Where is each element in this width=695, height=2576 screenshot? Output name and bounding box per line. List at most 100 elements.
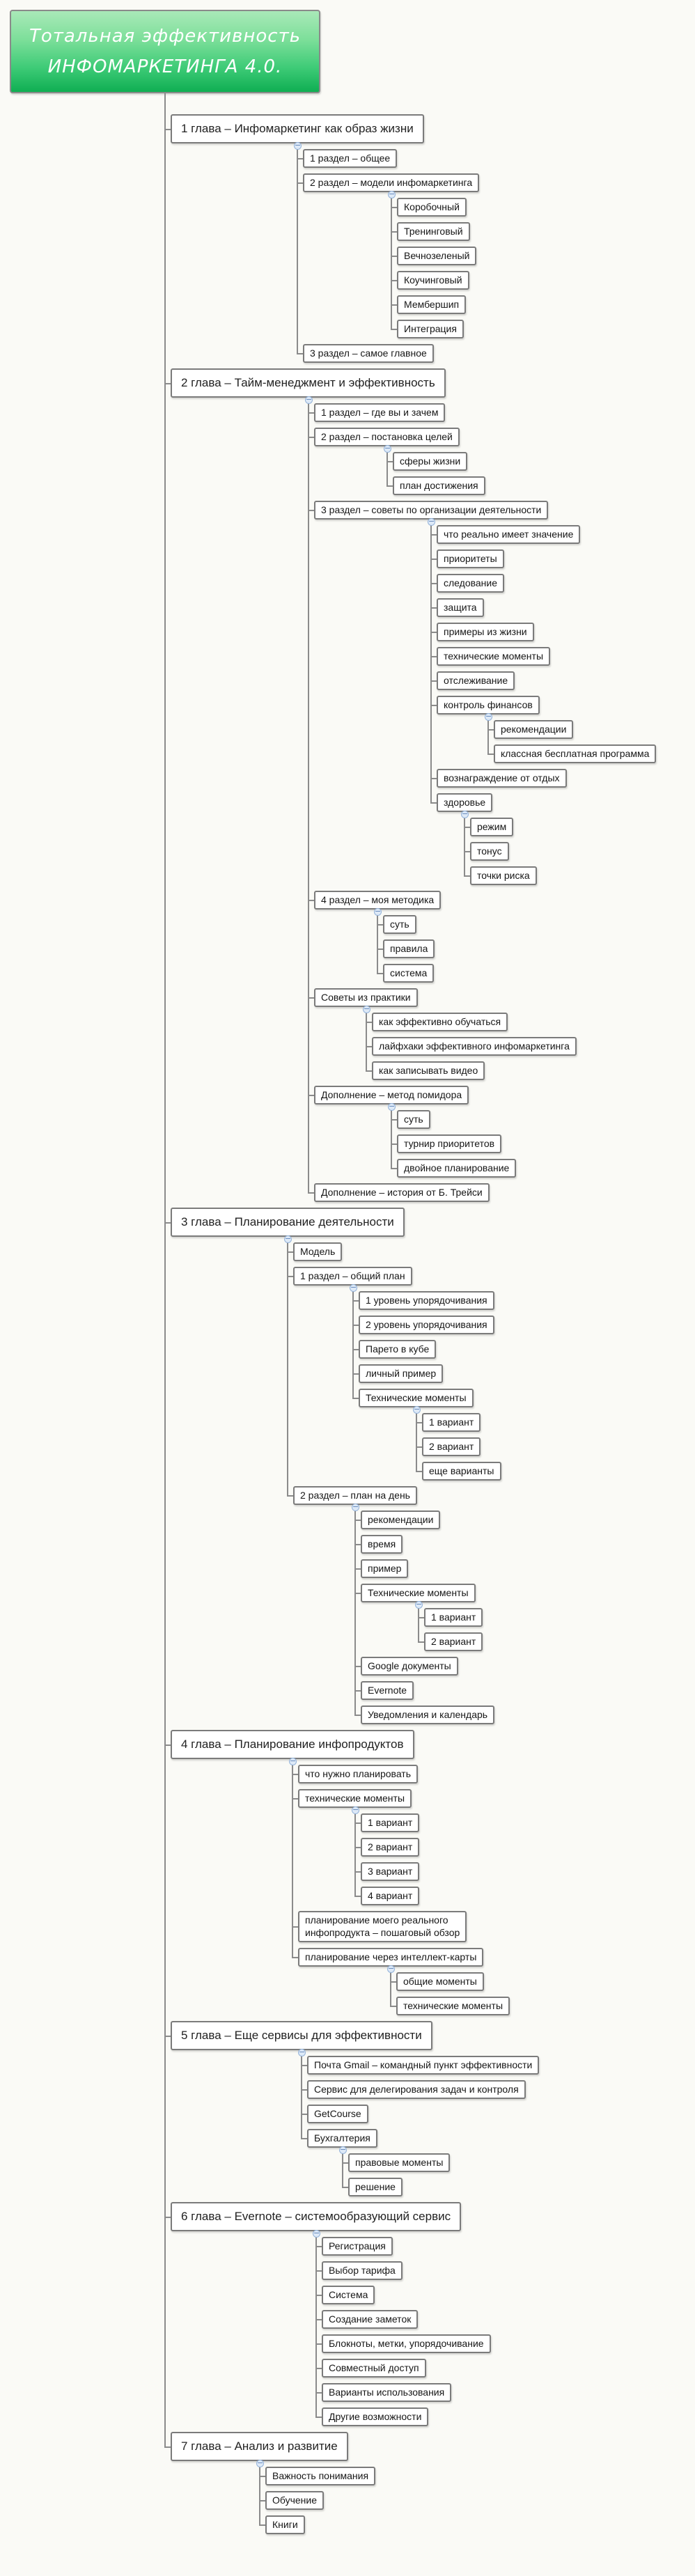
subtopic[interactable]: Evernote <box>361 1681 414 1700</box>
subtopic[interactable]: Дополнение – история от Б. Трейси <box>314 1183 490 1202</box>
subtopic[interactable]: Книги <box>265 2515 305 2534</box>
subtopic[interactable]: вознаграждение от отдых <box>437 769 567 788</box>
subtopic[interactable]: суть <box>383 915 416 934</box>
collapse-icon[interactable]: − <box>352 1805 359 1814</box>
subtopic[interactable]: GetCourse <box>307 2105 368 2123</box>
subtopic[interactable]: Тренинговый <box>397 222 470 241</box>
collapse-icon[interactable]: − <box>387 1964 395 1973</box>
chapter-topic-2[interactable]: 2 глава – Тайм-менеджмент и эффективност… <box>171 368 446 398</box>
subtopic[interactable]: 1 раздел – общий план <box>293 1267 412 1286</box>
subtopic[interactable]: тонус <box>470 842 509 861</box>
subtopic[interactable]: примеры из жизни <box>437 623 534 641</box>
collapse-icon[interactable]: − <box>284 1234 292 1243</box>
subtopic[interactable]: 1 раздел – где вы и зачем <box>314 403 446 422</box>
subtopic[interactable]: суть <box>397 1110 430 1129</box>
subtopic[interactable]: защита <box>437 598 484 617</box>
subtopic[interactable]: время <box>361 1535 403 1554</box>
chapter-topic-1[interactable]: 1 глава – Инфомаркетинг как образ жизни <box>171 114 424 143</box>
subtopic[interactable]: Модель <box>293 1242 343 1261</box>
subtopic[interactable]: 1 раздел – общее <box>303 149 398 168</box>
subtopic[interactable]: Google документы <box>361 1657 458 1676</box>
subtopic[interactable]: Уведомления и календарь <box>361 1705 495 1724</box>
subtopic[interactable]: Мембершип <box>397 295 467 314</box>
subtopic[interactable]: Важность понимания <box>265 2467 376 2485</box>
subtopic[interactable]: Обучение <box>265 2491 325 2510</box>
collapse-icon[interactable]: − <box>388 1102 396 1111</box>
subtopic[interactable]: Советы из практики <box>314 988 418 1007</box>
chapter-topic-6[interactable]: 6 глава – Evernote – системообразующий с… <box>171 2202 462 2231</box>
subtopic[interactable]: двойное планирование <box>397 1159 517 1178</box>
subtopic[interactable]: Варианты использования <box>322 2383 452 2402</box>
subtopic[interactable]: общие моменты <box>396 1972 484 1991</box>
subtopic[interactable]: 4 вариант <box>361 1887 420 1905</box>
subtopic[interactable]: пример <box>361 1559 409 1578</box>
subtopic[interactable]: технические моменты <box>298 1789 412 1808</box>
subtopic[interactable]: Совместный доступ <box>322 2359 426 2378</box>
subtopic[interactable]: Сервис для делегирования задач и контрол… <box>307 2080 526 2099</box>
subtopic[interactable]: правила <box>383 939 435 958</box>
subtopic[interactable]: Коучинговый <box>397 271 469 290</box>
collapse-icon[interactable]: − <box>374 907 382 916</box>
subtopic[interactable]: рекомендации <box>361 1511 441 1529</box>
collapse-icon[interactable]: − <box>485 712 492 721</box>
subtopic[interactable]: Регистрация <box>322 2237 393 2256</box>
subtopic[interactable]: Технические моменты <box>361 1584 476 1602</box>
collapse-icon[interactable]: − <box>256 2458 264 2467</box>
collapse-icon[interactable]: − <box>384 444 391 453</box>
collapse-icon[interactable]: − <box>305 395 313 404</box>
subtopic[interactable]: следование <box>437 574 505 593</box>
chapter-topic-5[interactable]: 5 глава – Еще сервисы для эффективности <box>171 2021 432 2050</box>
subtopic[interactable]: что нужно планировать <box>298 1765 419 1783</box>
subtopic[interactable]: приоритеты <box>437 549 504 568</box>
collapse-icon[interactable]: − <box>350 1283 357 1292</box>
subtopic[interactable]: 3 вариант <box>361 1862 420 1881</box>
subtopic[interactable]: планирование моего реального инфопродукт… <box>298 1911 467 1942</box>
root-topic[interactable]: Тотальная эффективность ИНФОМАРКЕТИНГА 4… <box>10 10 320 93</box>
collapse-icon[interactable]: − <box>415 1600 423 1609</box>
subtopic[interactable]: 2 вариант <box>422 1437 481 1456</box>
subtopic[interactable]: Создание заметок <box>322 2310 419 2329</box>
subtopic[interactable]: планирование через интеллект-карты <box>298 1948 484 1967</box>
collapse-icon[interactable]: − <box>313 2228 320 2238</box>
collapse-icon[interactable]: − <box>363 1004 370 1013</box>
subtopic[interactable]: 1 вариант <box>422 1413 481 1432</box>
subtopic[interactable]: план достижения <box>393 476 485 495</box>
collapse-icon[interactable]: − <box>289 1756 297 1765</box>
collapse-icon[interactable]: − <box>461 809 469 818</box>
subtopic[interactable]: Парето в кубе <box>359 1340 437 1359</box>
subtopic[interactable]: 2 уровень упорядочивания <box>359 1316 494 1334</box>
subtopic[interactable]: отслеживание <box>437 671 515 690</box>
chapter-topic-4[interactable]: 4 глава – Планирование инфопродуктов <box>171 1730 414 1759</box>
chapter-topic-3[interactable]: 3 глава – Планирование деятельности <box>171 1208 405 1237</box>
subtopic[interactable]: точки риска <box>470 866 537 885</box>
subtopic[interactable]: 1 вариант <box>361 1813 420 1832</box>
subtopic[interactable]: 2 вариант <box>424 1632 483 1651</box>
subtopic[interactable]: сферы жизни <box>393 452 468 471</box>
subtopic[interactable]: правовые моменты <box>348 2153 451 2172</box>
collapse-icon[interactable]: − <box>413 1405 421 1414</box>
subtopic[interactable]: 4 раздел – моя методика <box>314 891 442 910</box>
subtopic[interactable]: Система <box>322 2286 375 2304</box>
collapse-icon[interactable]: − <box>352 1502 359 1511</box>
subtopic[interactable]: рекомендации <box>494 720 574 739</box>
subtopic[interactable]: 2 вариант <box>361 1838 420 1857</box>
subtopic[interactable]: Вечнозеленый <box>397 247 477 265</box>
subtopic[interactable]: Почта Gmail – командный пункт эффективно… <box>307 2056 540 2075</box>
subtopic[interactable]: 2 раздел – модели инфомаркетинга <box>303 173 480 192</box>
subtopic[interactable]: технические моменты <box>437 647 551 666</box>
collapse-icon[interactable]: − <box>294 141 302 150</box>
subtopic[interactable]: Коробочный <box>397 198 467 217</box>
subtopic[interactable]: личный пример <box>359 1364 444 1383</box>
subtopic[interactable]: классная бесплатная программа <box>494 744 657 763</box>
subtopic[interactable]: 3 раздел – самое главное <box>303 344 434 363</box>
collapse-icon[interactable]: − <box>339 2145 347 2154</box>
subtopic[interactable]: еще варианты <box>422 1462 501 1481</box>
subtopic[interactable]: Другие возможности <box>322 2407 429 2426</box>
collapse-icon[interactable]: − <box>428 517 435 526</box>
subtopic[interactable]: Выбор тарифа <box>322 2261 403 2280</box>
subtopic[interactable]: режим <box>470 818 514 836</box>
subtopic[interactable]: что реально имеет значение <box>437 525 581 544</box>
chapter-topic-7[interactable]: 7 глава – Анализ и развитие <box>171 2432 348 2461</box>
collapse-icon[interactable]: − <box>388 189 396 198</box>
subtopic[interactable]: 3 раздел – советы по организации деятель… <box>314 501 549 520</box>
